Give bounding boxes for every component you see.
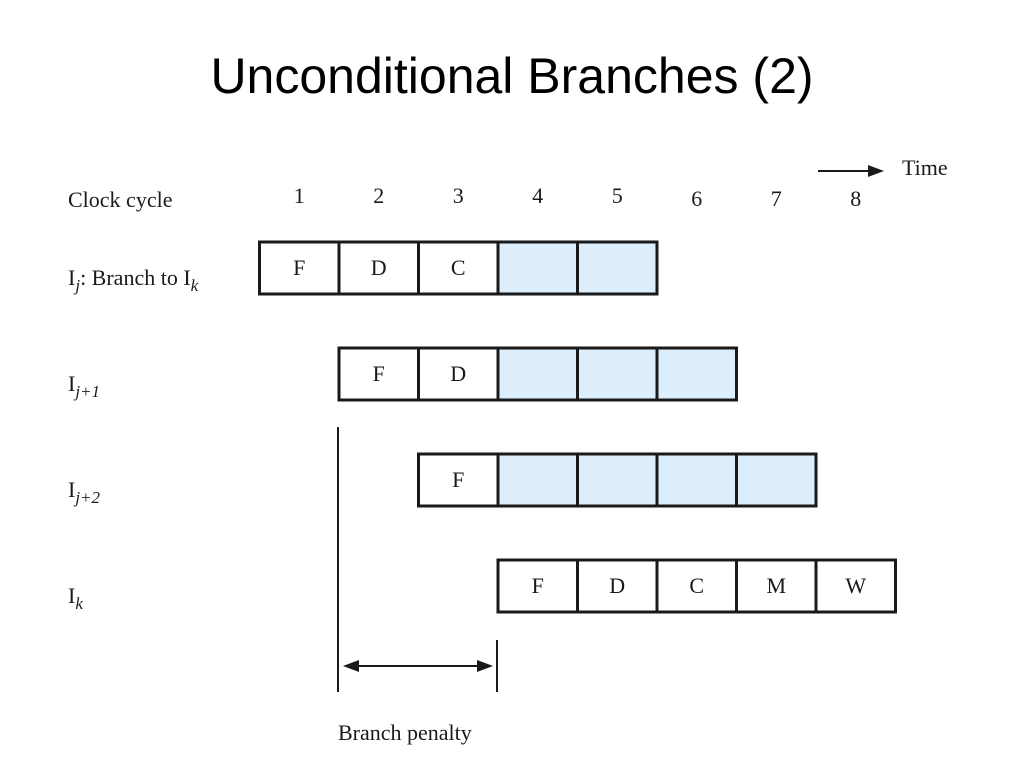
row-label: Ij+1 (68, 371, 100, 401)
cycle-number: 8 (850, 186, 861, 211)
row-label: Ij+2 (68, 477, 101, 507)
row-label: Ik (68, 583, 83, 613)
stage-cell (576, 558, 659, 614)
stall-cell (576, 452, 659, 508)
row-label: Ij: Branch to Ik (68, 265, 199, 295)
time-label: Time (902, 155, 948, 180)
stage-label: D (371, 255, 387, 280)
cycle-number: 3 (453, 183, 464, 208)
clock-cycle-label: Clock cycle (68, 187, 172, 212)
cycle-number: 2 (373, 183, 384, 208)
stage-cell (814, 558, 897, 614)
row-label-text: I (68, 583, 75, 608)
stage-cell (337, 346, 420, 402)
stall-cell (655, 346, 738, 402)
cycle-number: 1 (294, 183, 305, 208)
cycle-number: 6 (691, 186, 702, 211)
row-label-subscript: j+2 (73, 488, 100, 507)
stall-cell (576, 346, 659, 402)
time-indicator: Time (818, 155, 948, 180)
stage-cell (496, 558, 579, 614)
row-label-subscript: j (73, 276, 80, 295)
stall-cell (576, 240, 659, 296)
time-arrow-head (868, 165, 884, 177)
stage-label: F (532, 573, 544, 598)
stage-label: W (845, 573, 866, 598)
row-label-text: : Branch to I (80, 265, 191, 290)
row-label-text: I (68, 371, 75, 396)
stall-cell (496, 452, 579, 508)
row-label-text: I (68, 477, 75, 502)
stage-label: F (452, 467, 464, 492)
stage-cell (655, 558, 738, 614)
row-label-subscript: k (191, 276, 199, 295)
stage-label: F (293, 255, 305, 280)
pipeline-row: Ik F D C M W (68, 558, 897, 614)
branch-penalty: Branch penalty (337, 427, 498, 745)
stage-label: M (766, 573, 786, 598)
stall-cell (496, 240, 579, 296)
stall-cell (735, 452, 818, 508)
stage-label: D (450, 361, 466, 386)
cycle-number: 5 (612, 183, 623, 208)
stage-cell (258, 240, 341, 296)
stall-cell (655, 452, 738, 508)
row-label-text: I (68, 265, 75, 290)
row-label-subscript: j+1 (73, 382, 100, 401)
stage-label: D (609, 573, 625, 598)
cycle-number: 7 (771, 186, 782, 211)
stall-cell (496, 346, 579, 402)
cycle-number: 4 (532, 183, 543, 208)
penalty-arrow-left-head (343, 660, 359, 672)
penalty-arrow-right-head (477, 660, 493, 672)
stage-label: C (689, 573, 704, 598)
stage-cell (417, 452, 500, 508)
branch-penalty-label: Branch penalty (338, 720, 472, 745)
stage-cell (337, 240, 420, 296)
pipeline-row: Ij+1 F D (68, 346, 738, 402)
pipeline-row: Ij: Branch to Ik F D C (68, 240, 659, 296)
row-label-subscript: k (75, 594, 83, 613)
slide-title: Unconditional Branches (2) (210, 48, 814, 104)
pipeline-row: Ij+2 F (68, 452, 818, 508)
cycle-numbers: 1 2 3 4 5 6 7 8 (294, 183, 862, 211)
stage-label: F (373, 361, 385, 386)
stage-label: C (451, 255, 466, 280)
